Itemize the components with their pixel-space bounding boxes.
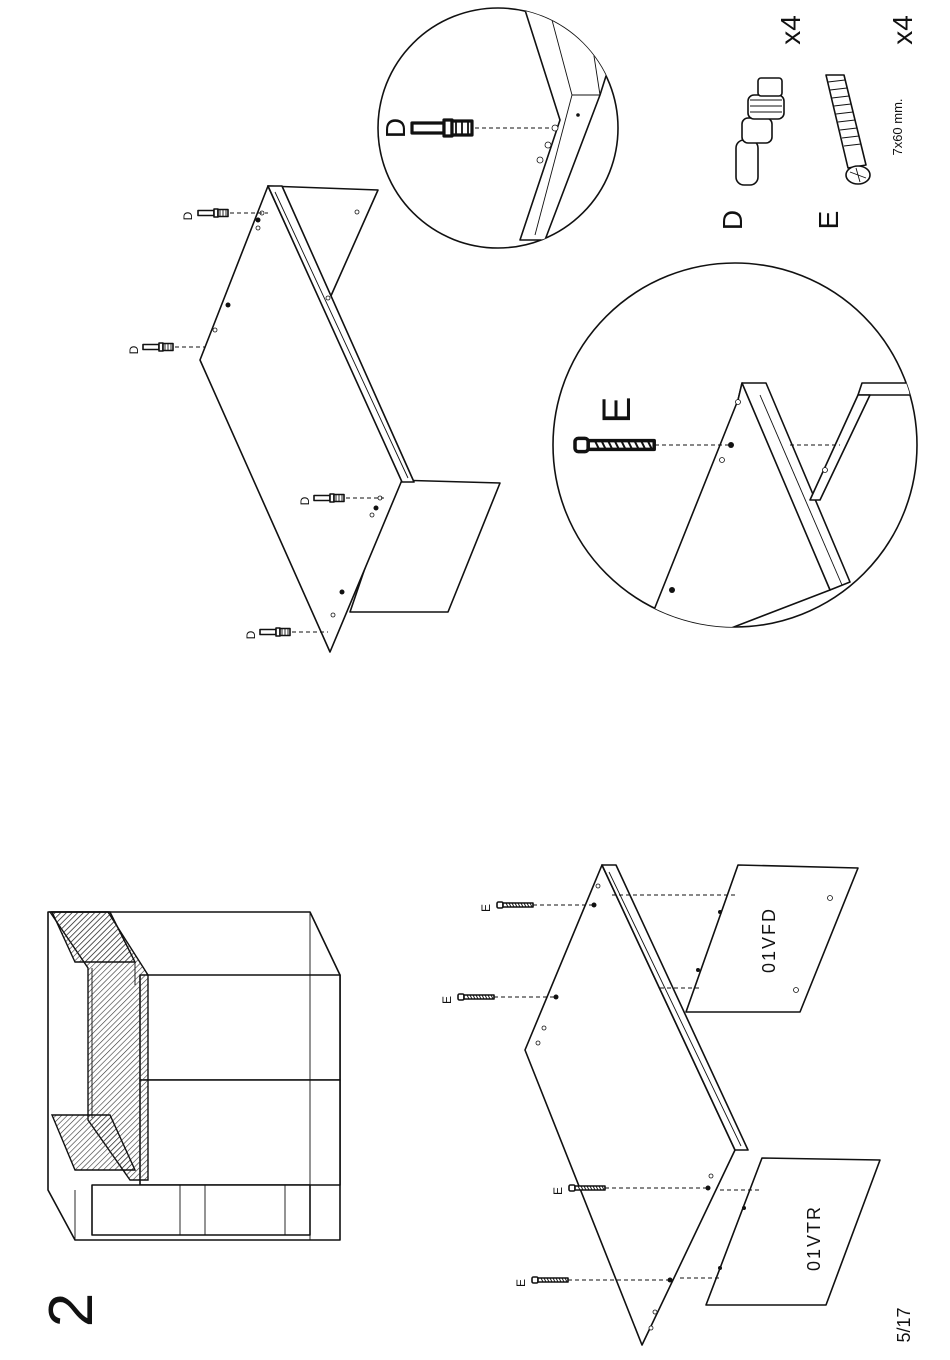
screw-label: E — [440, 996, 454, 1004]
part-e-size: 7x60 mm. — [890, 98, 905, 155]
panel-label-01vtr: 01VTR — [804, 1205, 824, 1271]
part-d-qty: x4 — [775, 15, 806, 45]
dowel-label: D — [244, 630, 258, 639]
screw-label: E — [514, 1279, 528, 1287]
overview-cabinet — [48, 912, 340, 1240]
cam-dowel-icon — [736, 78, 784, 185]
top-panel-assembly-screws: 01VFD 01VTR E E E E — [440, 865, 880, 1345]
screw-label: E — [551, 1187, 565, 1195]
dowel-detail-label: D — [380, 118, 411, 138]
detail-circle-dowel: D — [378, 0, 630, 248]
detail-circle-screw: E — [553, 263, 917, 640]
page-number: 5/17 — [894, 1307, 914, 1342]
panel-label-01vfd: 01VFD — [759, 907, 779, 973]
part-e-qty: x4 — [887, 15, 918, 45]
screw-icon — [826, 75, 870, 184]
top-panel-assembly-dowels: D D D D — [127, 186, 500, 652]
parts-list: D x4 E x4 7x60 mm. — [717, 15, 918, 230]
dowel-label: D — [127, 345, 141, 354]
dowel-label: D — [181, 211, 195, 220]
dowel-label: D — [298, 496, 312, 505]
part-d-letter: D — [717, 210, 748, 230]
screw-label: E — [479, 904, 493, 912]
step-number: 2 — [37, 1293, 106, 1327]
part-e-letter: E — [813, 211, 844, 230]
screw-detail-label: E — [595, 397, 639, 424]
